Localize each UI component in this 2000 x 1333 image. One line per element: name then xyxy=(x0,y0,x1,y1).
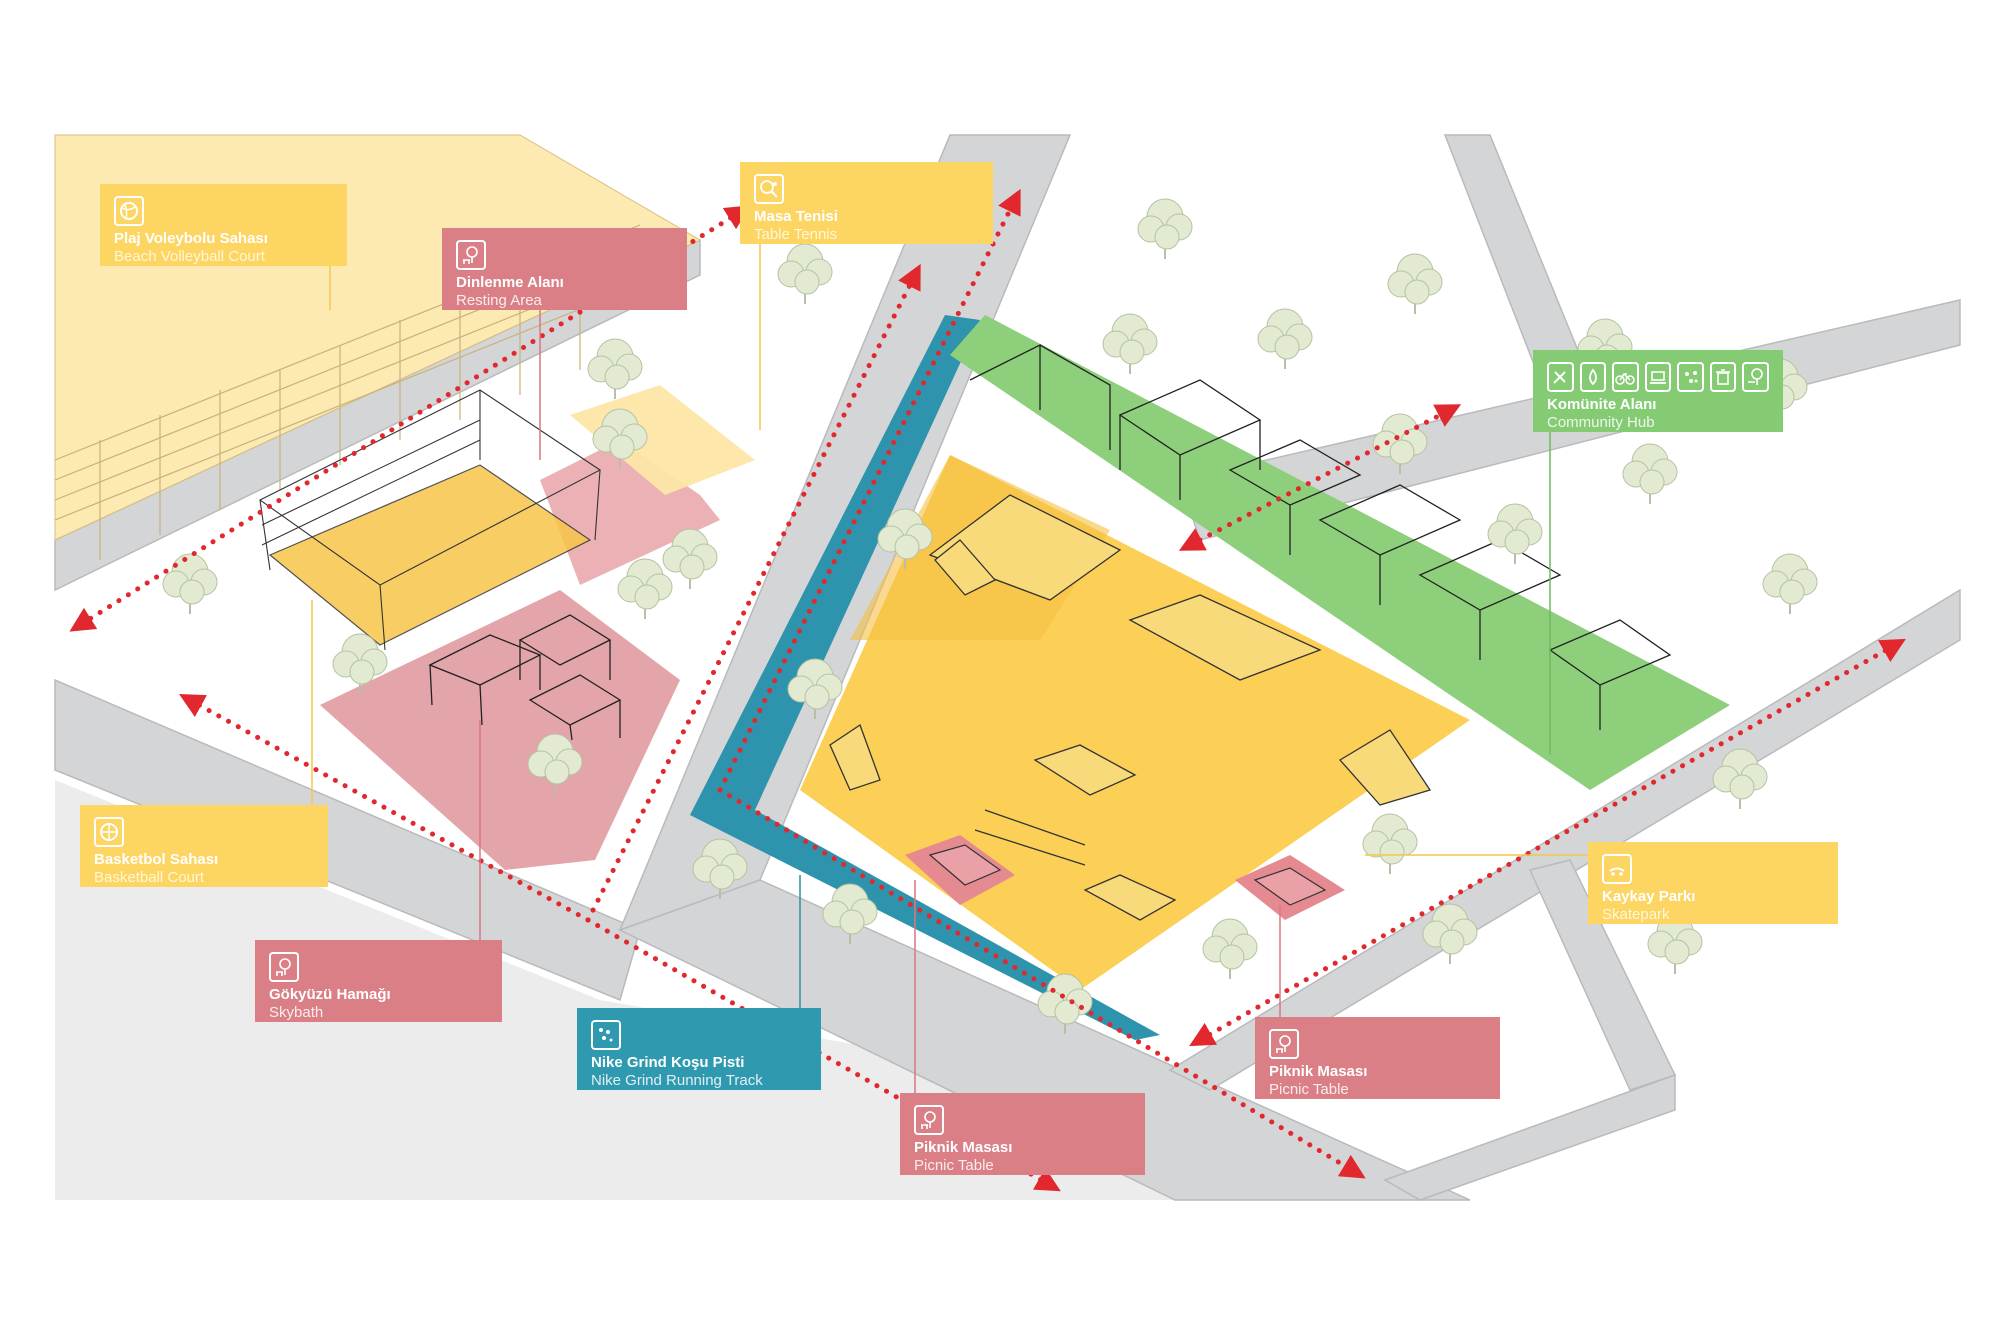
label-subtitle: Table Tennis xyxy=(754,226,838,243)
label-community-hub: Komünite Alanı Community Hub xyxy=(1533,350,1783,432)
arrow-path-center-vertical xyxy=(585,263,921,923)
runner-icon xyxy=(591,1020,621,1050)
community-hub-icon-row xyxy=(1547,362,1770,392)
label-skatepark: Kaykay Parkı Skatepark xyxy=(1588,842,1838,924)
label-subtitle: Community Hub xyxy=(1547,414,1655,431)
arrow-path-track-bottom xyxy=(717,787,1366,1179)
basketball-icon xyxy=(94,817,124,847)
label-subtitle: Basketball Court xyxy=(94,869,205,886)
bicycle-icon xyxy=(1612,362,1639,392)
label-title: Komünite Alanı xyxy=(1547,396,1657,413)
road-left-diagonal xyxy=(54,678,641,1002)
arrow-path-top-left xyxy=(69,205,751,632)
tree-bench-icon xyxy=(1742,362,1770,392)
label-subtitle: Resting Area xyxy=(456,292,542,309)
label-title: Gökyüzü Hamağı xyxy=(269,986,391,1003)
arrow-path-left-lower xyxy=(179,693,591,923)
label-table-tennis: Masa Tenisi Table Tennis xyxy=(740,162,993,244)
label-title: Plaj Voleybolu Sahası xyxy=(114,230,268,247)
leader-lines xyxy=(311,240,1595,1100)
label-basketball: Basketbol Sahası Basketball Court xyxy=(80,805,328,887)
road-right-vertical xyxy=(1443,134,1592,381)
label-title: Nike Grind Koşu Pisti xyxy=(591,1054,745,1071)
skybath-frames xyxy=(428,614,622,741)
label-subtitle: Picnic Table xyxy=(1269,1081,1349,1098)
label-subtitle: Beach Volleyball Court xyxy=(114,248,265,265)
label-title: Dinlenme Alanı xyxy=(456,274,564,291)
label-subtitle: Skybath xyxy=(269,1004,324,1021)
tools-icon xyxy=(1547,362,1574,392)
label-subtitle: Nike Grind Running Track xyxy=(591,1072,763,1089)
label-picnic-right: Piknik Masası Picnic Table xyxy=(1255,1017,1500,1099)
drop-icon xyxy=(1579,362,1607,392)
label-title: Piknik Masası xyxy=(1269,1063,1368,1080)
volleyball-icon xyxy=(114,196,144,226)
label-subtitle: Skatepark xyxy=(1602,906,1670,923)
skybath-zone xyxy=(320,590,680,870)
skateboard-icon xyxy=(1602,854,1632,884)
ping-pong-icon xyxy=(754,174,784,204)
label-subtitle: Picnic Table xyxy=(914,1157,994,1174)
tree-bench-icon xyxy=(456,240,486,270)
label-running-track: Nike Grind Koşu Pisti Nike Grind Running… xyxy=(577,1008,821,1090)
label-skybath: Gökyüzü Hamağı Skybath xyxy=(255,940,502,1022)
label-title: Basketbol Sahası xyxy=(94,851,219,868)
running-track xyxy=(690,315,1160,1040)
label-title: Kaykay Parkı xyxy=(1602,888,1696,905)
road-lower-right-2 xyxy=(1383,1073,1676,1201)
label-title: Piknik Masası xyxy=(914,1139,1013,1156)
label-title: Masa Tenisi xyxy=(754,208,838,225)
laptop-icon xyxy=(1644,362,1672,392)
tree-bench-icon xyxy=(914,1105,944,1135)
arrow-path-upper-right xyxy=(1178,404,1462,551)
trash-icon xyxy=(1709,362,1737,392)
label-beach-volleyball: Plaj Voleybolu Sahası Beach Volleyball C… xyxy=(100,184,347,266)
tree-bench-icon xyxy=(269,952,299,982)
arrow-path-long-vertical xyxy=(717,188,1021,793)
label-resting-area: Dinlenme Alanı Resting Area xyxy=(442,228,687,310)
label-picnic-bottom: Piknik Masası Picnic Table xyxy=(900,1093,1145,1175)
arrow-path-right xyxy=(1189,638,1906,1047)
tree-bench-icon xyxy=(1269,1029,1299,1059)
recycle-icon xyxy=(1677,362,1704,392)
